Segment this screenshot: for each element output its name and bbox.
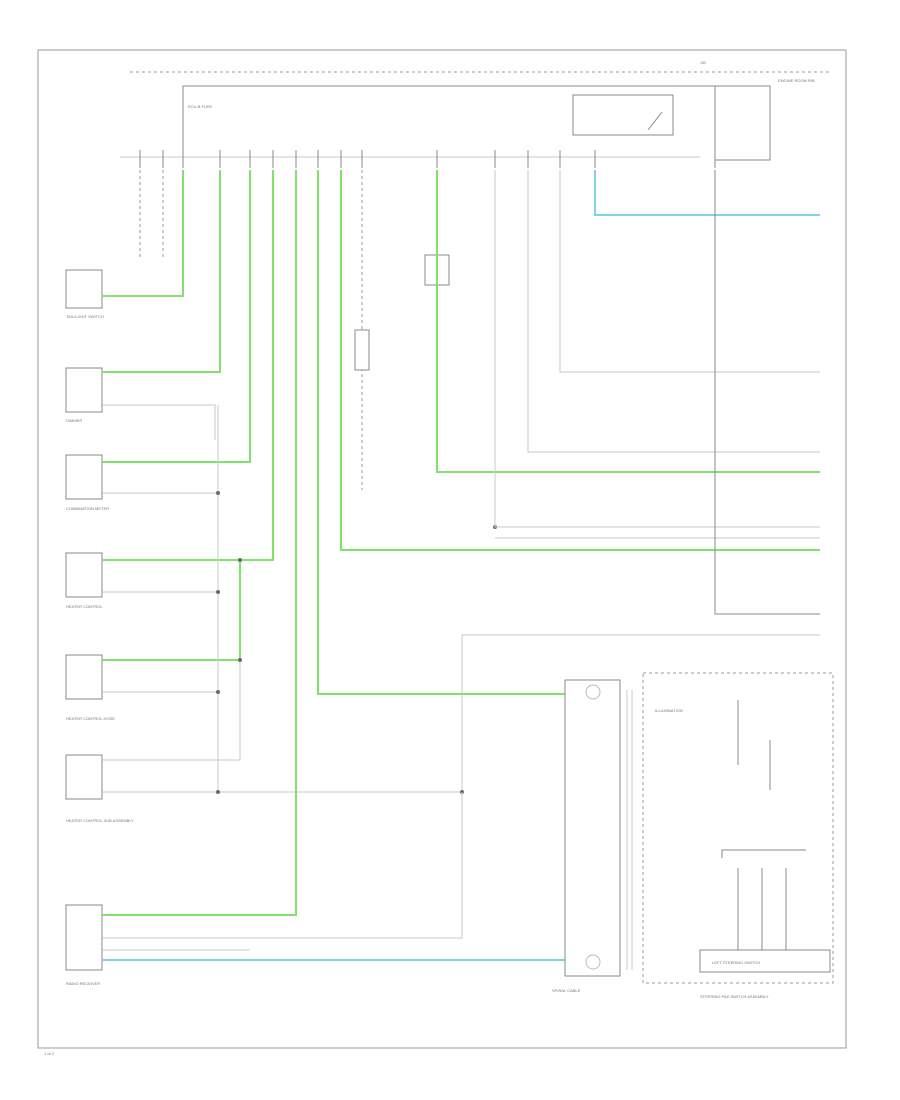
dimmer-wire	[102, 170, 221, 373]
label-jb: J/B	[700, 60, 706, 65]
spiral-top-circle	[585, 684, 601, 700]
heater3-gnd	[102, 634, 820, 793]
dimmer-gnd	[102, 404, 216, 440]
label-steering-switch: STEERING PAD SWITCH ASSEMBLY	[700, 994, 769, 999]
tail-light-wire	[102, 170, 184, 297]
label-engine-room: ENGINE ROOM R/B	[778, 78, 815, 83]
left-steering-switch-box	[699, 949, 831, 973]
heater2-wire	[102, 560, 241, 661]
engine-room-frame	[715, 85, 771, 161]
junction-dots	[216, 491, 497, 794]
label-illum: ILLUMINATION	[655, 708, 683, 713]
heater1-wire	[102, 170, 274, 561]
heater-control-2-box	[65, 654, 103, 700]
label-page-code: 1 of 2	[44, 1051, 55, 1056]
dimmer-box	[65, 367, 103, 413]
heater3-wire	[102, 660, 241, 761]
radio-wire-green	[102, 170, 297, 916]
relay-switch	[647, 111, 663, 131]
steering-bus	[721, 849, 806, 858]
radio-wire-2	[102, 792, 463, 939]
top-connector-pins	[139, 150, 716, 168]
tail-light-switch-box	[65, 269, 103, 309]
label-heater-2: HEATER CONTROL HOSE	[66, 716, 115, 721]
right-wire-grey-2	[527, 170, 820, 453]
label-heater-3: HEATER CONTROL SUB ASSEMBLY	[66, 818, 134, 823]
right-wire-grey-1	[494, 170, 820, 528]
right-wire-dark	[714, 170, 820, 615]
right-wire-green-2	[436, 170, 820, 473]
heater-control-1-box	[65, 552, 103, 598]
label-ecu-fuse: ECU-B FUSE	[188, 104, 213, 109]
combo-meter-wire	[102, 170, 251, 463]
label-left-steering: LEFT STEERING SWITCH	[712, 960, 760, 965]
radio-receiver-box	[65, 904, 103, 971]
fuse-link	[182, 85, 716, 157]
center-switch-body	[354, 329, 370, 371]
right-wire-cyan	[594, 170, 820, 216]
spiral-cable-box	[564, 679, 621, 977]
relay-block	[572, 94, 674, 136]
label-radio: RADIO RECEIVER	[66, 981, 100, 986]
label-heater-1: HEATER CONTROL	[66, 604, 103, 609]
spiral-bottom-circle	[585, 954, 601, 970]
spiral-wire-green	[317, 170, 565, 695]
label-combo-meter: COMBINATION METER	[66, 506, 109, 511]
label-tail-light: TAIL/LIGHT SWITCH	[66, 314, 104, 319]
right-wire-green-1	[340, 170, 820, 551]
diagram-frame	[37, 49, 847, 1049]
label-spiral: SPIRAL CABLE	[552, 988, 581, 993]
label-dimmer: DIMMER	[66, 418, 82, 423]
heater-control-3-box	[65, 754, 103, 800]
steering-switch-frame	[642, 672, 834, 984]
right-wire-grey-3	[559, 170, 820, 373]
combination-meter-box	[65, 454, 103, 500]
